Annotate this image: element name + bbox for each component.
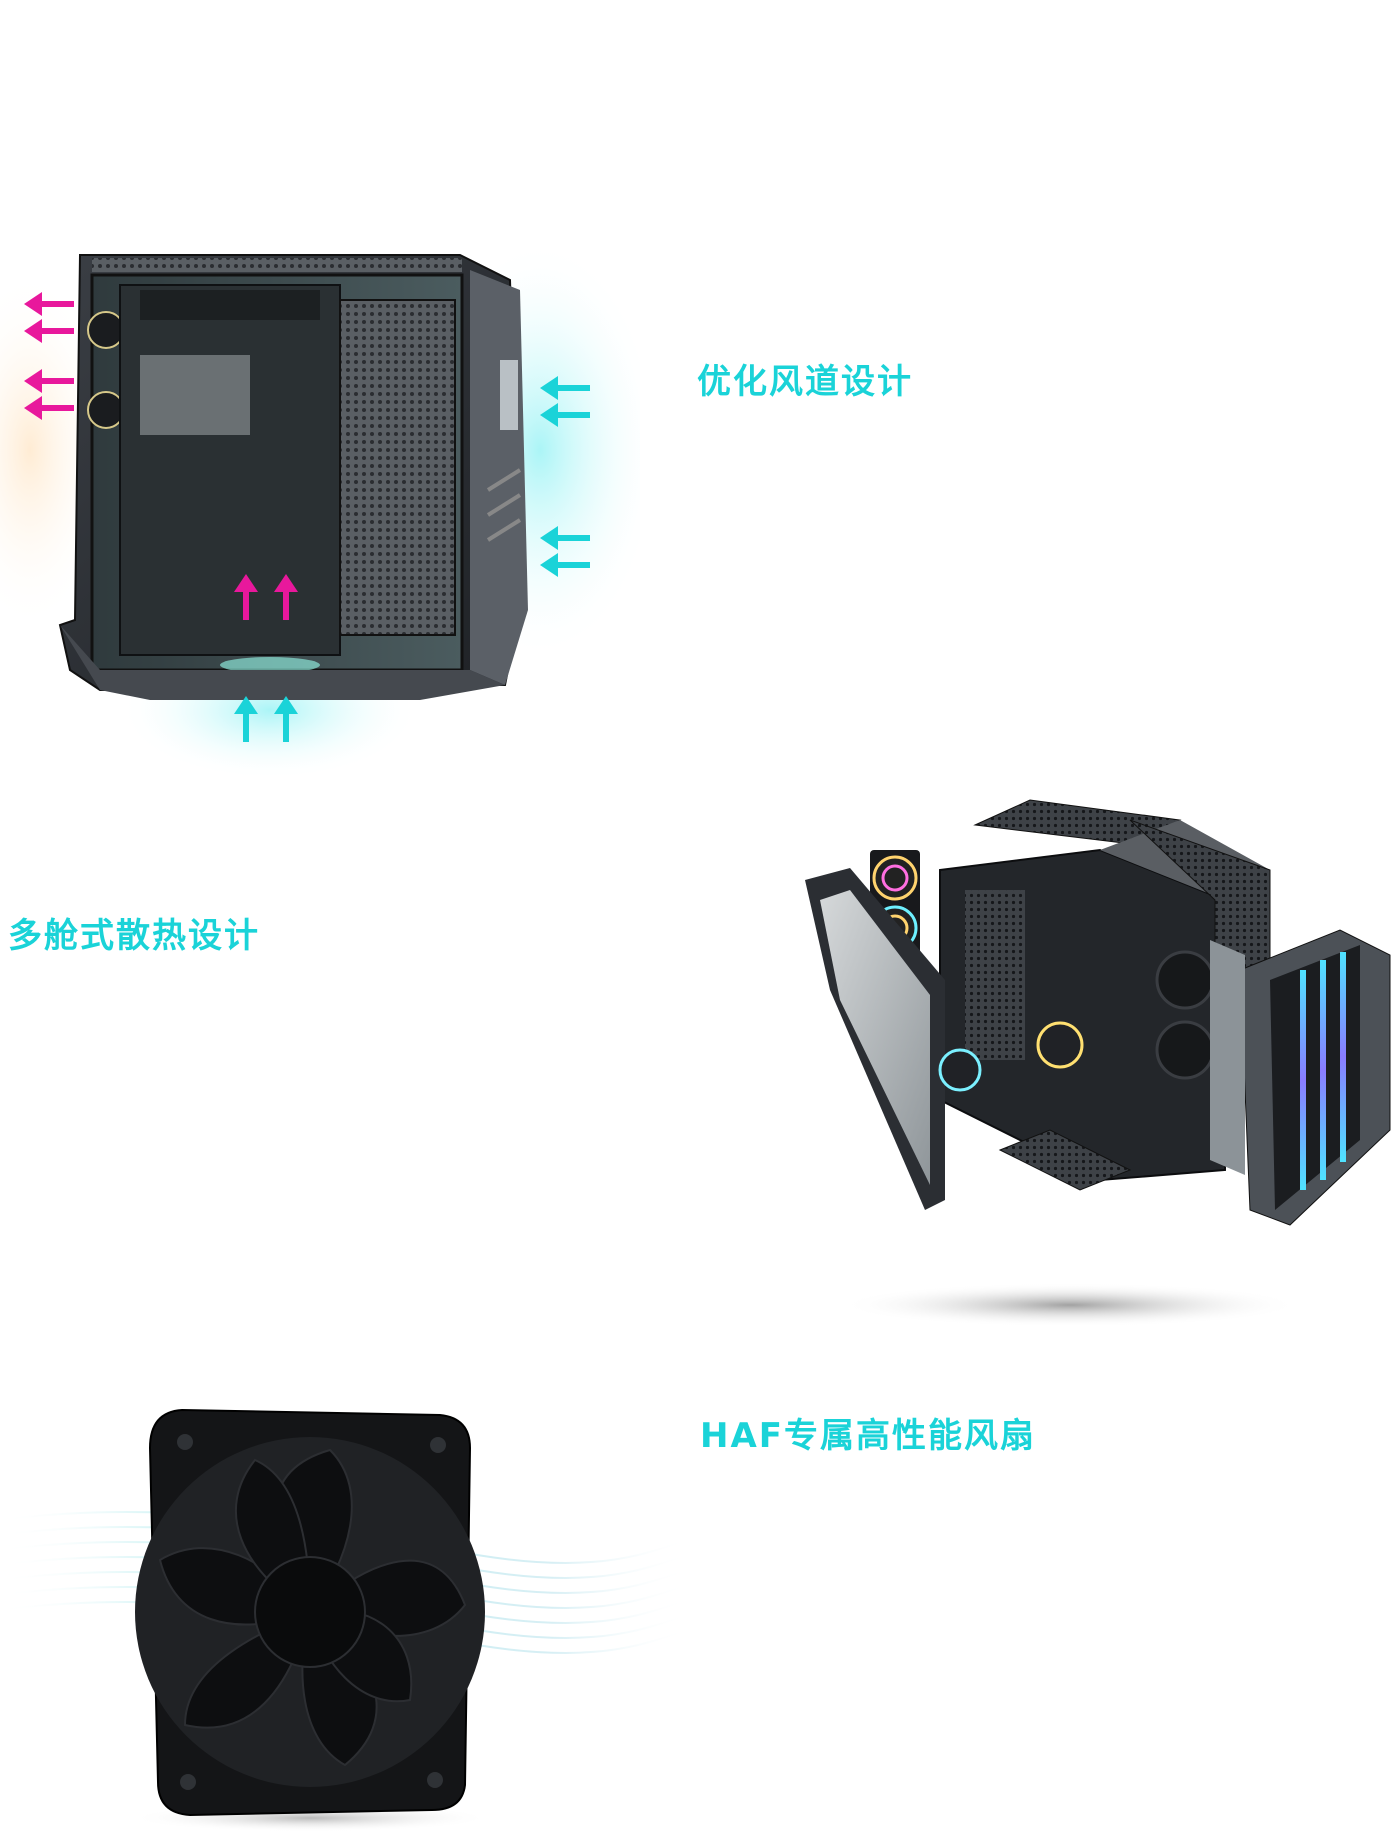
- case-base: [60, 625, 505, 700]
- intake-arrow-icon: [540, 553, 590, 577]
- floor-shadow: [840, 1283, 1300, 1327]
- fan-section-title: HAF专属高性能风扇: [700, 1416, 1036, 1456]
- up-arrow-icon: [234, 574, 258, 620]
- drive-cage: [339, 299, 456, 636]
- rgb-fan-icon: [872, 855, 918, 901]
- up-arrow-icon: [274, 696, 298, 742]
- exhaust-arrow-icon: [24, 292, 74, 316]
- internal-airflow-arrows: [234, 574, 298, 620]
- exhaust-arrows: [24, 292, 74, 420]
- intake-arrows-bottom: [234, 696, 298, 742]
- bottom-fan: [220, 657, 320, 673]
- bottom-dust-filter: [998, 1129, 1132, 1191]
- up-arrow-icon: [274, 574, 298, 620]
- intake-arrow-icon: [540, 376, 590, 400]
- intake-arrows-right: [540, 376, 590, 577]
- exhaust-arrow-icon: [24, 369, 74, 393]
- rgb-strip: [1300, 970, 1306, 1190]
- top-mesh: [92, 258, 462, 272]
- rear-fan-top: [87, 311, 125, 349]
- front-panel-inner: [1270, 945, 1360, 1210]
- glass-panel: [820, 890, 930, 1185]
- mount-hole-icon: [427, 1772, 443, 1788]
- exhaust-arrow-icon: [24, 396, 74, 420]
- intake-arrow-icon: [540, 403, 590, 427]
- inner-rgb-fan-icon: [938, 1048, 982, 1092]
- multi-chamber-section-title: 多舱式散热设计: [8, 916, 260, 956]
- fan-svg: [0, 1408, 691, 1832]
- fan-hub: [254, 1556, 366, 1668]
- motherboard-tray: [119, 284, 341, 656]
- radiator-fan-icon: [1155, 950, 1215, 1010]
- airflow-section-title: 优化风道设计: [697, 362, 913, 402]
- front-vents: [486, 468, 522, 542]
- up-arrow-icon: [234, 696, 258, 742]
- exploded-case-svg: [805, 799, 1391, 1327]
- motherboard-cutout: [140, 355, 250, 435]
- mount-hole-icon: [430, 1437, 446, 1453]
- side-plate: [1210, 940, 1245, 1175]
- fan-illustration: [0, 1370, 700, 1840]
- exhaust-arrow-icon: [24, 319, 74, 343]
- top-bracket: [140, 290, 320, 320]
- inner-rgb-fan-icon: [1036, 1021, 1084, 1069]
- radiator-fan-icon: [1155, 1020, 1215, 1080]
- mount-hole-icon: [180, 1774, 196, 1790]
- airflow-case-illustration: [0, 230, 660, 790]
- rgb-strip: [1320, 960, 1326, 1180]
- mount-hole-icon: [177, 1434, 193, 1450]
- front-io-panel: [500, 360, 518, 430]
- airflow-case-svg: [0, 240, 660, 780]
- exploded-case-illustration: [800, 780, 1400, 1340]
- chassis-mesh: [965, 890, 1025, 1060]
- rgb-strip: [1340, 952, 1346, 1162]
- rear-fan-bottom: [87, 391, 125, 429]
- rgb-fan-ring-icon: [881, 864, 909, 892]
- intake-arrow-icon: [540, 526, 590, 550]
- front-panel: [470, 270, 528, 685]
